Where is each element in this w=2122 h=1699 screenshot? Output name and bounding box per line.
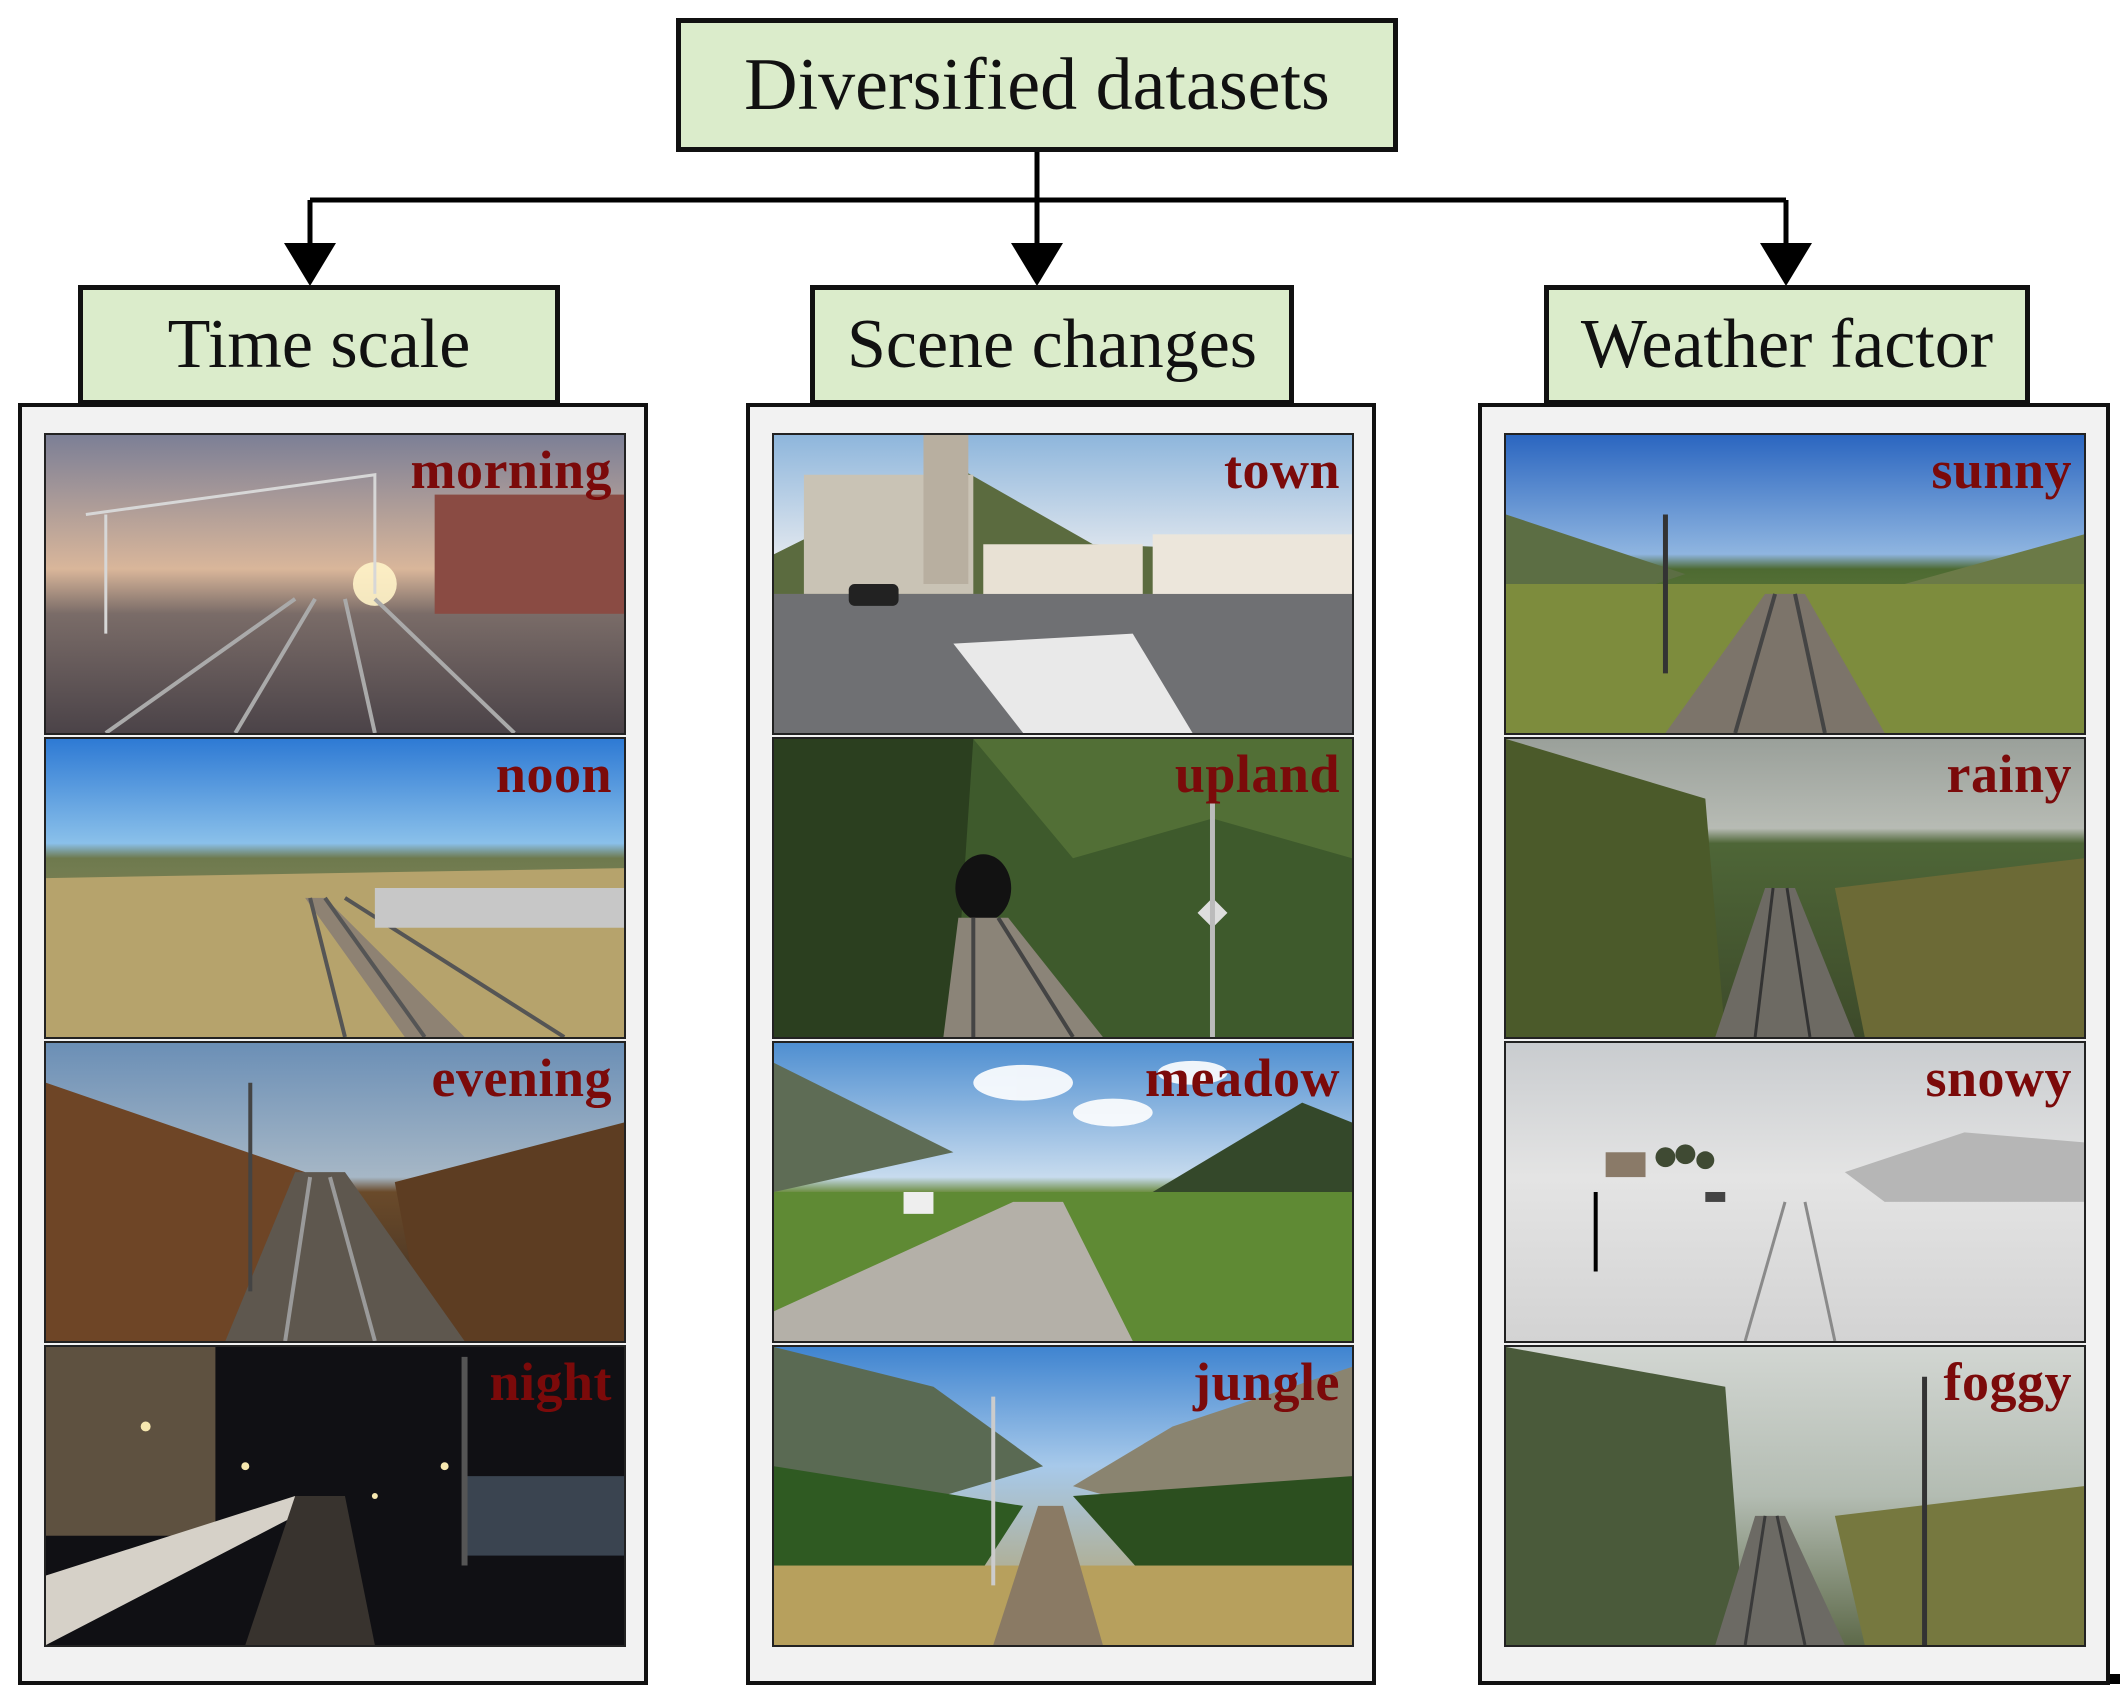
arrowhead-center: [1011, 243, 1063, 286]
snowy-scene-image: [1506, 1043, 2084, 1341]
rainy-scene-image: [1506, 739, 2084, 1037]
photo-rainy: rainy: [1504, 737, 2086, 1039]
scene-label: jungle: [1192, 1352, 1340, 1412]
photo-town: town: [772, 433, 1354, 735]
root-label: Diversified datasets: [744, 43, 1330, 126]
scene-label: rainy: [1946, 744, 2072, 804]
photo-evening: evening: [44, 1041, 626, 1343]
panel-time-scale: morning noon evening: [18, 403, 648, 1685]
scene-label: upland: [1174, 744, 1340, 804]
scene-label: foggy: [1943, 1352, 2072, 1412]
noon-scene-image: [46, 739, 624, 1037]
sunny-scene-image: [1506, 435, 2084, 733]
night-scene-image: [46, 1347, 624, 1645]
panel-scene-changes: town upland meadow: [746, 403, 1376, 1685]
category-box-weather-factor: Weather factor: [1544, 285, 2030, 405]
photo-jungle: jungle: [772, 1345, 1354, 1647]
photo-night: night: [44, 1345, 626, 1647]
scene-label: meadow: [1145, 1048, 1340, 1108]
town-scene-image: [774, 435, 1352, 733]
root-box: Diversified datasets: [676, 18, 1398, 152]
arrowhead-right: [1760, 243, 1812, 286]
photo-foggy: foggy: [1504, 1345, 2086, 1647]
photo-meadow: meadow: [772, 1041, 1354, 1343]
category-label: Scene changes: [846, 306, 1258, 383]
photo-upland: upland: [772, 737, 1354, 1039]
scene-label: noon: [495, 744, 612, 804]
trailing-period-dot: [2110, 1674, 2120, 1684]
photo-morning: morning: [44, 433, 626, 735]
photo-noon: noon: [44, 737, 626, 1039]
photo-sunny: sunny: [1504, 433, 2086, 735]
arrowhead-left: [284, 243, 336, 286]
scene-label: morning: [410, 440, 612, 500]
panel-weather-factor: sunny rainy snowy: [1478, 403, 2110, 1685]
scene-label: evening: [431, 1048, 612, 1108]
jungle-scene-image: [774, 1347, 1352, 1645]
scene-label: snowy: [1925, 1048, 2072, 1108]
category-label: Weather factor: [1580, 306, 1994, 383]
category-box-time-scale: Time scale: [78, 285, 560, 405]
upland-scene-image: [774, 739, 1352, 1037]
morning-scene-image: [46, 435, 624, 733]
scene-label: town: [1223, 440, 1340, 500]
category-box-scene-changes: Scene changes: [810, 285, 1294, 405]
foggy-scene-image: [1506, 1347, 2084, 1645]
scene-label: sunny: [1931, 440, 2072, 500]
evening-scene-image: [46, 1043, 624, 1341]
category-label: Time scale: [167, 306, 471, 383]
scene-label: night: [489, 1352, 612, 1412]
meadow-scene-image: [774, 1043, 1352, 1341]
photo-snowy: snowy: [1504, 1041, 2086, 1343]
